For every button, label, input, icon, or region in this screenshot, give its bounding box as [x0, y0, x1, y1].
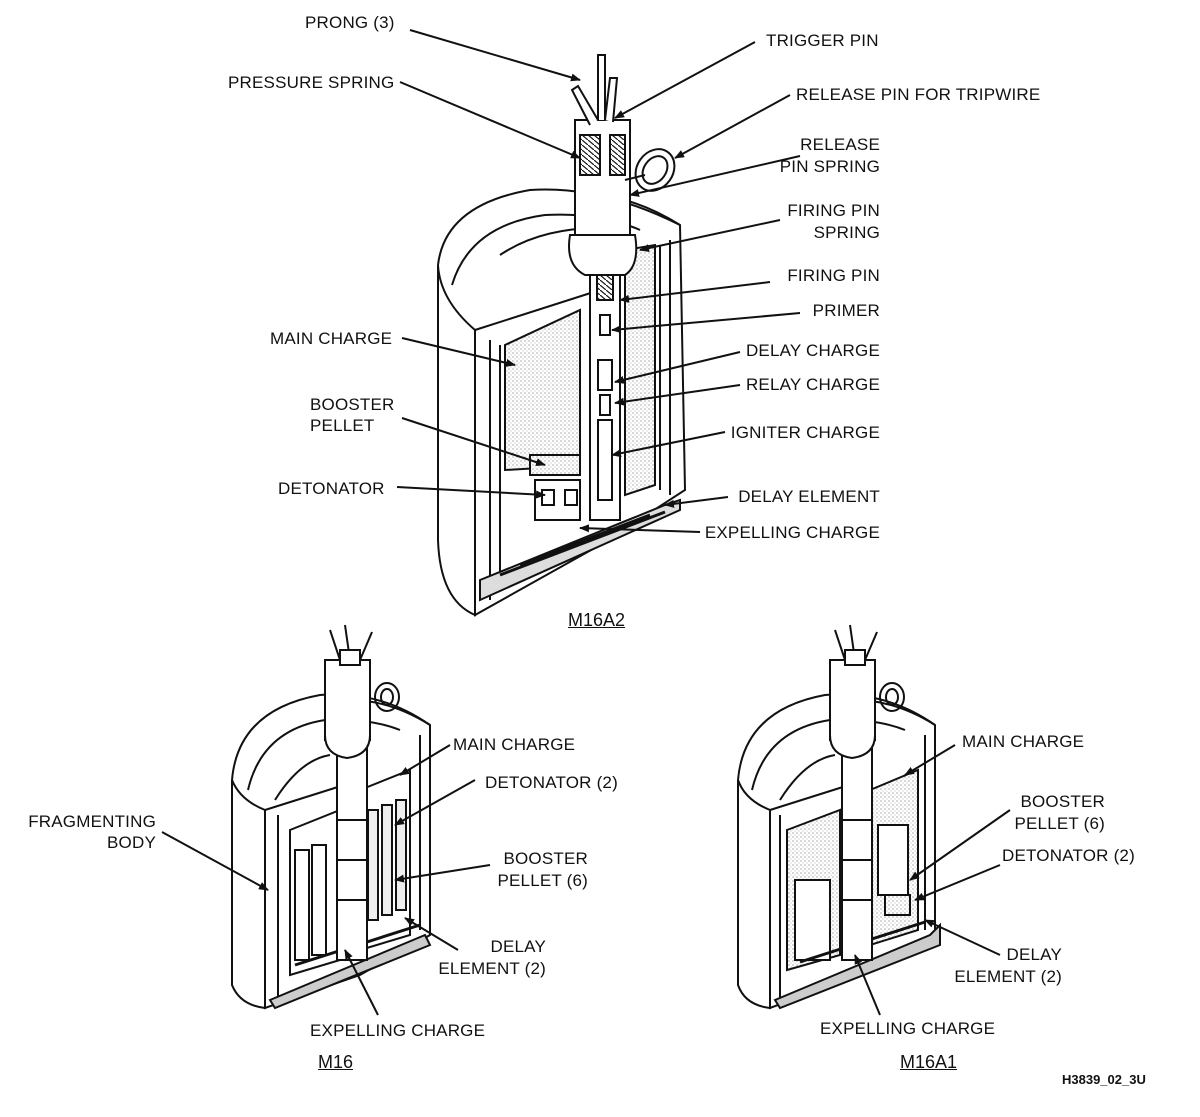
label-release-pin-spring-line2: PIN SPRING: [779, 157, 880, 176]
label-relay-charge: RELAY CHARGE: [745, 375, 880, 394]
label-delay-charge: DELAY CHARGE: [745, 341, 880, 360]
m16-label-fragmenting-body-line2: BODY: [107, 833, 156, 852]
label-main-charge: MAIN CHARGE: [270, 329, 393, 348]
m16-label-main-charge: MAIN CHARGE: [453, 735, 576, 754]
m16-label-booster-pellet-line2: PELLET (6): [497, 871, 588, 890]
m16a1-label-detonator: DETONATOR (2): [1002, 846, 1135, 865]
caption-m16a1: M16A1: [900, 1052, 958, 1072]
caption-m16a2: M16A2: [568, 610, 626, 630]
label-firing-pin-spring-line1: FIRING PIN: [787, 201, 880, 220]
m16-leader-lines: [161, 744, 491, 1016]
m16-label-delay-element-line2: ELEMENT (2): [438, 959, 546, 978]
m16a2-leader-lines: [396, 29, 801, 533]
m16-label-detonator: DETONATOR (2): [485, 773, 618, 792]
caption-m16: M16: [318, 1052, 354, 1072]
m16-label-booster-pellet-line1: BOOSTER: [503, 849, 588, 868]
label-firing-pin-spring-line2: SPRING: [813, 223, 880, 242]
m16a2-mine-drawing: [437, 54, 687, 617]
label-trigger-pin: TRIGGER PIN: [766, 31, 879, 50]
label-expelling-charge: EXPELLING CHARGE: [704, 523, 880, 542]
figure-code: H3839_02_3U: [1062, 1072, 1146, 1087]
label-booster-pellet-line1: BOOSTER: [310, 395, 395, 414]
m16a1-leader-lines: [854, 744, 1011, 1016]
label-detonator: DETONATOR: [278, 479, 385, 498]
m16-label-delay-element-line1: DELAY: [490, 937, 546, 956]
m16a1-label-main-charge: MAIN CHARGE: [962, 732, 1085, 751]
m16-label-fragmenting-body-line1: FRAGMENTING: [28, 812, 156, 831]
m16a1-label-booster-pellet-line2: PELLET (6): [1014, 814, 1105, 833]
label-igniter-charge: IGNITER CHARGE: [730, 423, 880, 442]
m16-mine-drawing: [231, 624, 432, 1010]
label-release-pin-spring-line1: RELEASE: [800, 135, 880, 154]
label-delay-element: DELAY ELEMENT: [738, 487, 880, 506]
label-release-pin-tripwire: RELEASE PIN FOR TRIPWIRE: [796, 85, 1041, 104]
m16a1-label-expelling-charge: EXPELLING CHARGE: [820, 1019, 996, 1038]
label-firing-pin: FIRING PIN: [787, 266, 880, 285]
label-pressure-spring: PRESSURE SPRING: [228, 73, 395, 92]
label-booster-pellet-line2: PELLET: [310, 416, 375, 435]
label-primer: PRIMER: [812, 301, 880, 320]
m16a1-mine-drawing: [737, 624, 941, 1010]
m16a1-label-delay-element-line1: DELAY: [1006, 945, 1062, 964]
m16-label-expelling-charge: EXPELLING CHARGE: [310, 1021, 486, 1040]
label-prong: PRONG (3): [305, 13, 395, 32]
m16a1-label-delay-element-line2: ELEMENT (2): [954, 967, 1062, 986]
m16a1-label-booster-pellet-line1: BOOSTER: [1020, 792, 1105, 811]
